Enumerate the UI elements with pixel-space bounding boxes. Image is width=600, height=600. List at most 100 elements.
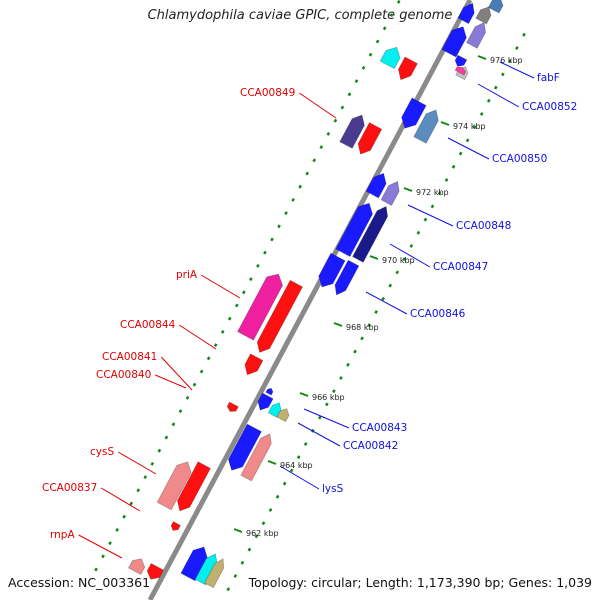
gene-arrow[interactable] bbox=[244, 353, 264, 376]
gene-arrow[interactable] bbox=[240, 433, 272, 482]
track-dot bbox=[368, 52, 373, 57]
gene-arrow[interactable] bbox=[379, 46, 401, 70]
track-dot bbox=[305, 171, 310, 176]
gene-arrow[interactable] bbox=[257, 392, 274, 411]
gene-arrow[interactable] bbox=[365, 172, 387, 199]
label-leader bbox=[407, 204, 454, 227]
gene-arrow[interactable] bbox=[335, 202, 373, 258]
track-dot bbox=[270, 237, 274, 242]
gene-arrow[interactable] bbox=[256, 279, 304, 353]
track-dot bbox=[94, 567, 98, 572]
gene-arrow[interactable] bbox=[413, 109, 439, 144]
label-leader bbox=[100, 487, 141, 512]
track-dot bbox=[515, 46, 519, 50]
forward-gene-label[interactable]: CCA00840 bbox=[96, 369, 151, 381]
track-dot bbox=[423, 217, 428, 222]
track-dot bbox=[122, 514, 126, 519]
track-dot bbox=[303, 442, 308, 446]
forward-gene-label[interactable]: CCA00837 bbox=[42, 482, 97, 494]
gene-arrow[interactable] bbox=[401, 97, 427, 129]
gene-arrow[interactable] bbox=[380, 180, 400, 206]
forward-gene-label[interactable]: CCA00844 bbox=[120, 319, 176, 331]
gene-arrow[interactable] bbox=[457, 2, 475, 25]
gene-arrow[interactable] bbox=[357, 122, 383, 155]
track-dot bbox=[374, 310, 378, 314]
track-dot bbox=[339, 376, 343, 380]
kbp-tick-label: 964 kbp bbox=[280, 461, 313, 470]
genome-summary: Topology: circular; Length: 1,173,390 bp… bbox=[248, 575, 592, 590]
gene-arrow[interactable] bbox=[339, 114, 365, 149]
gene-arrow[interactable] bbox=[237, 273, 284, 341]
forward-gene-label[interactable]: rnpA bbox=[50, 529, 75, 541]
track-dot bbox=[192, 382, 197, 387]
gene-arrow[interactable] bbox=[334, 259, 360, 296]
reverse-gene-label[interactable]: fabF bbox=[537, 72, 560, 84]
gene-arrow[interactable] bbox=[454, 54, 468, 67]
gene-arrow[interactable] bbox=[441, 26, 467, 58]
gene-arrow[interactable] bbox=[318, 252, 346, 288]
reverse-gene-label[interactable]: CCA00843 bbox=[352, 422, 407, 434]
track-dot bbox=[227, 316, 232, 321]
gene-arrow[interactable] bbox=[267, 402, 282, 419]
label-leader bbox=[389, 243, 431, 268]
track-dot bbox=[326, 131, 331, 136]
forward-gene-label[interactable]: CCA00849 bbox=[240, 87, 295, 99]
reverse-gene-label[interactable]: CCA00852 bbox=[522, 101, 577, 113]
track-dot bbox=[395, 270, 400, 275]
track-dot bbox=[284, 211, 288, 216]
forward-gene-label[interactable]: cysS bbox=[90, 446, 114, 458]
track-dot bbox=[325, 402, 329, 407]
track-dot bbox=[254, 534, 259, 539]
gene-arrow[interactable] bbox=[194, 553, 218, 586]
track-dot bbox=[416, 230, 421, 235]
track-dot bbox=[136, 488, 141, 493]
gene-arrow[interactable] bbox=[475, 6, 492, 25]
gene-arrow[interactable] bbox=[180, 546, 208, 582]
gene-arrow[interactable] bbox=[156, 461, 192, 511]
label-leader bbox=[477, 83, 520, 108]
label-leader bbox=[303, 408, 350, 429]
label-leader bbox=[178, 324, 217, 350]
track-dot bbox=[143, 475, 148, 480]
reverse-gene-label[interactable]: lysS bbox=[322, 483, 344, 495]
track-dot bbox=[275, 494, 280, 499]
gene-arrow[interactable] bbox=[276, 408, 290, 423]
track-dot bbox=[402, 257, 407, 262]
track-dot bbox=[291, 197, 295, 202]
gene-arrow[interactable] bbox=[226, 401, 239, 412]
gene-layer bbox=[127, 0, 504, 589]
reverse-gene-label[interactable]: CCA00842 bbox=[343, 440, 398, 452]
gene-arrow[interactable] bbox=[265, 387, 274, 396]
track-dot bbox=[389, 13, 394, 18]
gene-arrow[interactable] bbox=[466, 21, 487, 49]
kbp-tick bbox=[299, 392, 309, 397]
label-leader bbox=[298, 92, 337, 119]
gene-arrow[interactable] bbox=[397, 56, 418, 81]
label-leader bbox=[297, 422, 341, 447]
gene-arrow[interactable] bbox=[127, 558, 146, 576]
gene-arrow[interactable] bbox=[176, 461, 211, 512]
forward-gene-label[interactable]: priA bbox=[176, 269, 198, 281]
track-dot bbox=[108, 541, 112, 546]
gene-arrow[interactable] bbox=[227, 423, 262, 471]
track-dot bbox=[318, 415, 322, 420]
track-dot bbox=[277, 224, 281, 229]
gene-arrow[interactable] bbox=[203, 558, 225, 589]
track-dot bbox=[340, 105, 345, 110]
reverse-gene-label[interactable]: CCA00848 bbox=[456, 220, 511, 232]
kbp-tick-label: 962 kbp bbox=[246, 529, 279, 538]
gene-arrow[interactable] bbox=[170, 521, 181, 531]
gene-arrow[interactable] bbox=[146, 562, 165, 580]
reverse-gene-label[interactable]: CCA00847 bbox=[433, 261, 488, 273]
reverse-gene-label[interactable]: CCA00850 bbox=[492, 153, 547, 165]
gene-arrow[interactable] bbox=[487, 0, 504, 14]
reverse-gene-label[interactable]: CCA00846 bbox=[410, 308, 466, 320]
track-dot bbox=[333, 118, 338, 123]
gene-arrow[interactable] bbox=[454, 66, 467, 76]
tick-layer bbox=[94, 0, 526, 592]
track-dot bbox=[458, 151, 463, 156]
forward-gene-label[interactable]: CCA00841 bbox=[102, 351, 157, 363]
kbp-tick bbox=[403, 187, 413, 192]
gene-arrow[interactable] bbox=[352, 205, 389, 263]
